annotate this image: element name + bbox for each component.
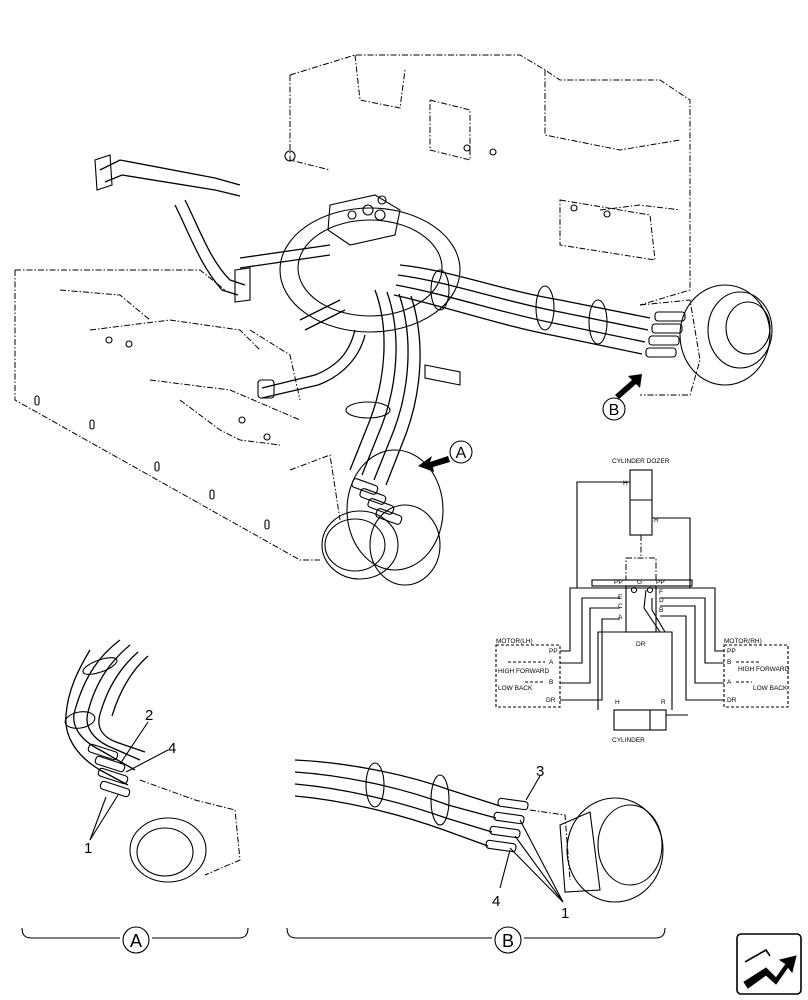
callout-a-4: 4 xyxy=(168,740,176,757)
pipe-cylinder-line xyxy=(94,154,331,303)
detail-a: 1 2 4 A xyxy=(21,639,249,954)
svg-text:DR: DR xyxy=(727,697,737,704)
view-arrow-a xyxy=(418,456,450,472)
svg-text:MOTOR(RH): MOTOR(RH) xyxy=(724,638,762,645)
cylinder-dozer xyxy=(629,469,653,536)
svg-text:A: A xyxy=(130,931,142,951)
view-label-a-detail xyxy=(122,926,150,954)
svg-text:C: C xyxy=(618,603,623,610)
fittings-b xyxy=(645,311,686,358)
hose-bundle-b xyxy=(393,264,686,358)
svg-text:D: D xyxy=(659,597,664,604)
swivel-joint xyxy=(327,194,401,246)
callout-a-1: 1 xyxy=(84,840,92,857)
frame-holes xyxy=(34,395,270,530)
motor-lh: MOTOR(LH) PP A HIGH FORWARD B LOW BACK D… xyxy=(495,638,561,708)
hydraulic-schematic: CYLINDER DOZER H R PP PP G E F C D A B D… xyxy=(495,458,790,744)
svg-text:PP: PP xyxy=(656,579,665,586)
dozer-hose xyxy=(257,299,366,399)
fittings-a xyxy=(351,478,403,525)
chassis-illustration xyxy=(14,54,773,586)
svg-text:A: A xyxy=(727,679,732,686)
svg-text:B: B xyxy=(549,679,553,686)
svg-text:PP: PP xyxy=(614,579,623,586)
callout-b-4: 4 xyxy=(492,893,500,910)
svg-text:LOW BACK: LOW BACK xyxy=(498,685,533,692)
callout-a-2: 2 xyxy=(145,707,153,724)
svg-text:PP: PP xyxy=(549,648,558,655)
fittings-detail-b xyxy=(485,797,529,853)
svg-text:E: E xyxy=(618,594,623,601)
frame-bolts xyxy=(105,144,611,441)
travel-motor-a xyxy=(321,449,444,586)
svg-text:A: A xyxy=(618,614,623,621)
svg-text:A: A xyxy=(549,659,554,666)
svg-text:MOTOR(LH): MOTOR(LH) xyxy=(496,638,533,645)
svg-text:F: F xyxy=(659,589,663,596)
svg-text:B: B xyxy=(609,402,620,419)
svg-text:LOW BACK: LOW BACK xyxy=(753,685,788,692)
svg-text:PP: PP xyxy=(727,648,736,655)
travel-motor-b xyxy=(639,284,773,396)
svg-text:HIGH FORWARD: HIGH FORWARD xyxy=(738,666,790,673)
swing-bearing xyxy=(279,207,461,386)
svg-text:R: R xyxy=(661,699,666,706)
view-arrow-b xyxy=(615,374,642,399)
callout-b-3: 3 xyxy=(536,763,544,780)
label-cylinder: CYLINDER xyxy=(612,737,645,744)
svg-text:DR: DR xyxy=(546,697,556,704)
svg-text:DR: DR xyxy=(636,641,646,648)
cylinder-bottom: H R CYLINDER xyxy=(612,699,688,744)
svg-text:B: B xyxy=(727,659,731,666)
view-label-a-main: A xyxy=(449,440,473,464)
svg-text:R: R xyxy=(654,517,659,524)
svg-text:HIGH FORWARD: HIGH FORWARD xyxy=(498,668,550,675)
svg-text:A: A xyxy=(456,445,467,462)
svg-text:B: B xyxy=(659,607,663,614)
detail-b: 3 4 1 B xyxy=(286,759,666,954)
fittings-detail-a xyxy=(87,743,131,798)
motor-rh: MOTOR(RH) PP B HIGH FORWARD A LOW BACK D… xyxy=(723,638,790,708)
callout-b-1: 1 xyxy=(561,905,569,922)
page-turn-arrow-icon[interactable] xyxy=(736,933,802,995)
svg-text:H: H xyxy=(615,699,620,706)
view-label-b-main: B xyxy=(602,397,626,421)
svg-text:H: H xyxy=(623,480,628,487)
svg-text:G: G xyxy=(637,579,642,586)
view-label-b-detail xyxy=(494,926,522,954)
label-cylinder-dozer: CYLINDER DOZER xyxy=(612,458,670,465)
svg-text:B: B xyxy=(502,931,514,951)
hose-bundle-a xyxy=(345,289,421,525)
